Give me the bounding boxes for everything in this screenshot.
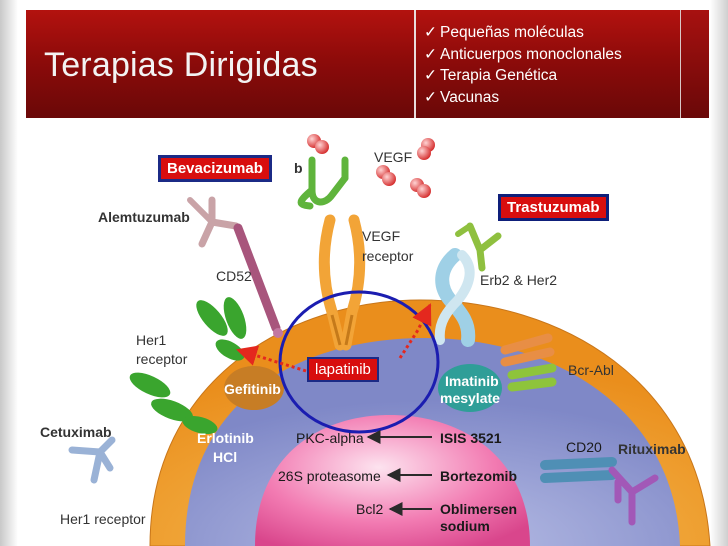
isis-label: ISIS 3521 bbox=[440, 430, 502, 446]
her1-label-2: receptor bbox=[136, 351, 188, 367]
her1-receptor bbox=[196, 297, 247, 361]
imatinib-label: Imatinib bbox=[445, 373, 499, 389]
title-divider bbox=[414, 10, 416, 118]
alemtuzumab-antibody bbox=[187, 196, 240, 248]
vegf-label: VEGF bbox=[374, 149, 412, 165]
her1-receptor-label: Her1 receptor bbox=[60, 511, 146, 527]
erlotinib-label-2: HCl bbox=[213, 449, 237, 465]
therapy-list: ✓Pequeñas moléculas ✓Anticuerpos monoclo… bbox=[424, 22, 622, 108]
therapy-item: ✓Vacunas bbox=[424, 87, 622, 109]
erb2-receptor bbox=[434, 248, 476, 347]
imatinib-label-2: mesylate bbox=[440, 390, 500, 406]
gefitinib-label: Gefitinib bbox=[224, 381, 281, 397]
vegf-receptor-label-2: receptor bbox=[362, 248, 414, 264]
check-icon: ✓ bbox=[424, 45, 437, 63]
vegf-molecules bbox=[307, 134, 435, 198]
rituximab-antibody bbox=[608, 466, 659, 526]
check-icon: ✓ bbox=[424, 67, 437, 84]
cetuximab-receptor bbox=[129, 372, 218, 435]
cd52-stalk bbox=[233, 223, 281, 333]
bortezomib-label: Bortezomib bbox=[440, 468, 517, 484]
bevacizumab-cut-label: b bbox=[294, 160, 303, 176]
proteasome-label: 26S proteasome bbox=[278, 468, 381, 484]
vegf-receptor-label: VEGF bbox=[362, 228, 400, 244]
gefitinib-blob bbox=[224, 366, 284, 410]
erlotinib-label: Erlotinib bbox=[197, 430, 254, 446]
cd20-label: CD20 bbox=[566, 439, 602, 455]
check-icon: ✓ bbox=[424, 88, 437, 106]
check-icon: ✓ bbox=[424, 24, 437, 41]
pkc-label: PKC-alpha bbox=[296, 430, 364, 446]
rituximab-label: Rituximab bbox=[618, 441, 686, 457]
trastuzumab-antibody bbox=[455, 222, 502, 272]
title-band bbox=[26, 10, 680, 118]
alemtuzumab-label: Alemtuzumab bbox=[98, 209, 190, 225]
erb2-label: Erb2 & Her2 bbox=[480, 272, 557, 288]
title-band-corner bbox=[680, 10, 709, 118]
therapy-item: ✓Terapia Genética bbox=[424, 65, 622, 87]
lapatinib-callout: lapatinib bbox=[307, 357, 379, 382]
oblimersen-label: Oblimersen bbox=[440, 501, 517, 517]
cd20 bbox=[540, 457, 617, 483]
slide-title: Terapias Dirigidas bbox=[44, 46, 318, 84]
vegf-receptor bbox=[318, 214, 366, 351]
bevacizumab-callout: Bevacizumab bbox=[158, 155, 272, 182]
cd52-label: CD52 bbox=[216, 268, 252, 284]
cetuximab-label: Cetuximab bbox=[40, 424, 112, 440]
cetuximab-antibody bbox=[68, 436, 116, 484]
bcl2-label: Bcl2 bbox=[356, 501, 383, 517]
lapatinib-circle bbox=[278, 290, 440, 434]
oblimersen-label-2: sodium bbox=[440, 518, 490, 534]
trastuzumab-callout: Trastuzumab bbox=[498, 194, 609, 221]
bcr-abl bbox=[500, 333, 557, 392]
therapy-item: ✓Pequeñas moléculas bbox=[424, 22, 622, 44]
bevacizumab-antibody bbox=[297, 156, 349, 210]
bcr-abl-label: Bcr-Abl bbox=[568, 362, 614, 378]
her1-label: Her1 bbox=[136, 332, 167, 348]
imatinib-blob bbox=[438, 364, 502, 412]
therapy-item: ✓Anticuerpos monoclonales bbox=[424, 44, 622, 66]
